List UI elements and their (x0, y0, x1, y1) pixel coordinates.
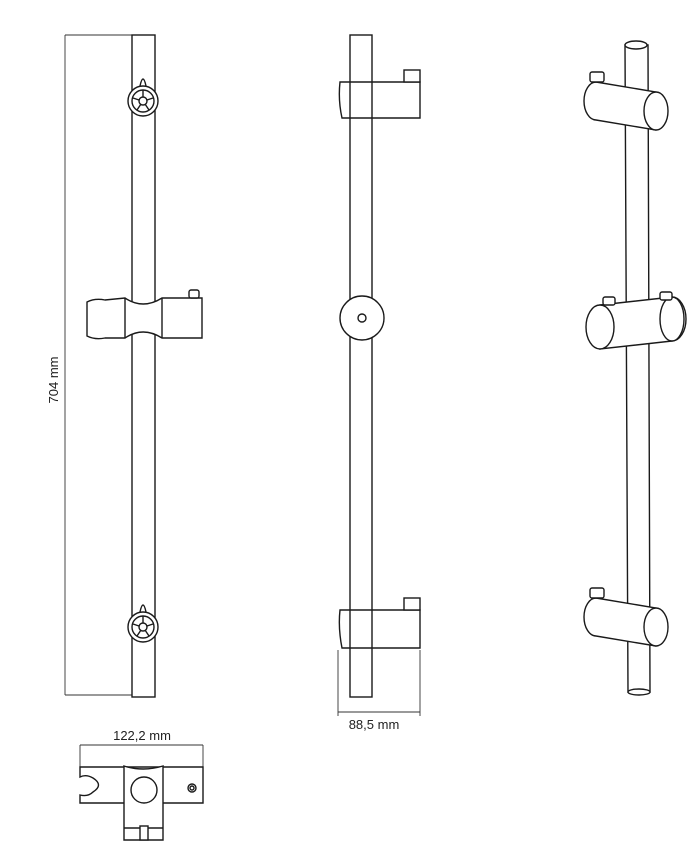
bottom-view: 122,2 mm (79, 728, 204, 841)
rail-bar (131, 34, 156, 698)
cylinder-bottom (583, 587, 669, 647)
perspective-view (583, 40, 687, 696)
bracket-bottom-side (338, 597, 421, 649)
height-dimension: 704 mm (46, 34, 132, 696)
width-label: 122,2 mm (113, 728, 171, 743)
width-dimension: 122,2 mm (79, 728, 204, 770)
bracket-top-side (338, 69, 421, 119)
wall-mount-bottom (127, 604, 159, 643)
front-view: 704 mm (46, 34, 203, 698)
cylinder-middle (585, 291, 687, 350)
wall-mount-top (127, 78, 159, 117)
side-view: 88,5 mm (337, 34, 421, 732)
height-label: 704 mm (46, 357, 61, 404)
rail-bar-perspective (624, 44, 651, 693)
slider-front (86, 289, 203, 340)
depth-dimension: 88,5 mm (337, 650, 421, 732)
depth-label: 88,5 mm (349, 717, 400, 732)
cylinder-top (583, 71, 669, 131)
slider-side (339, 295, 385, 341)
rail-bar-side (349, 34, 373, 698)
